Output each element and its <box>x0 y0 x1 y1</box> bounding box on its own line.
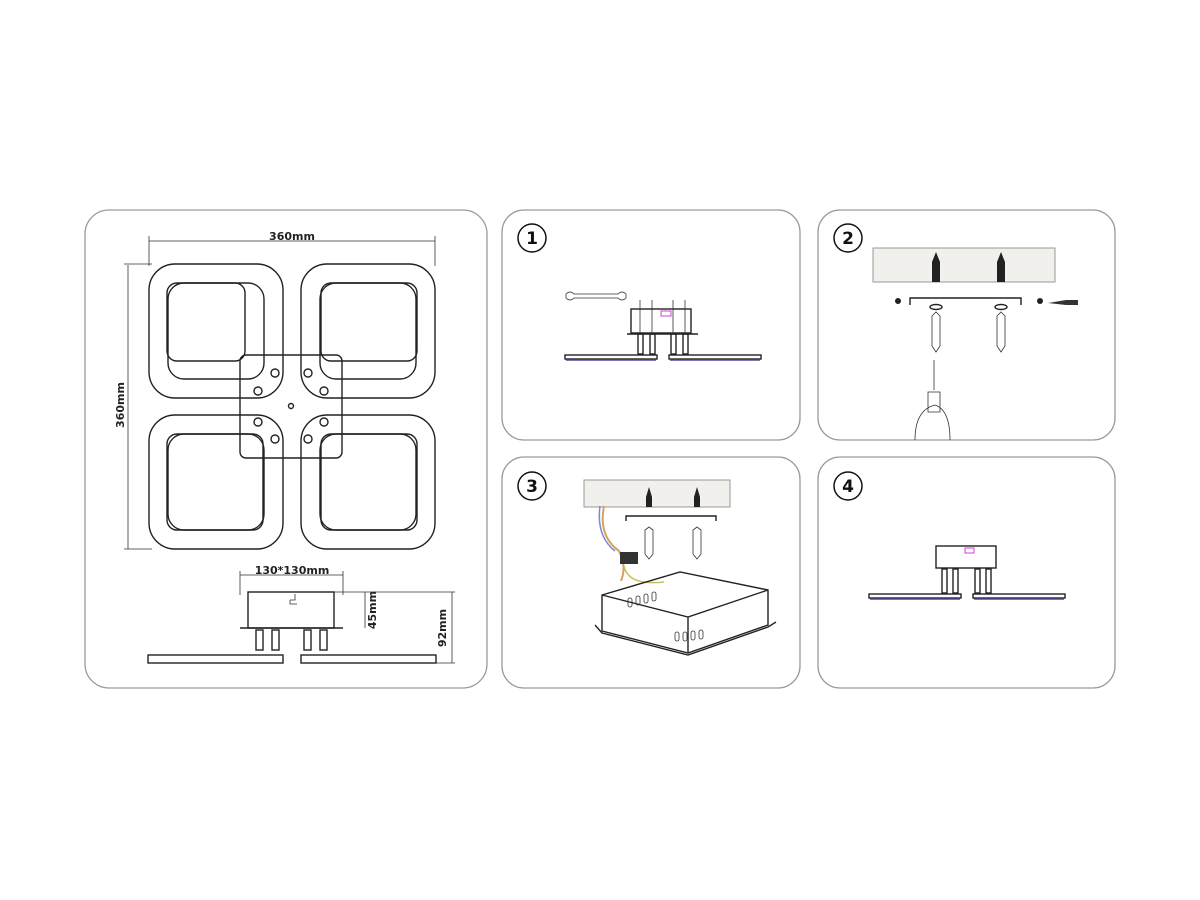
screwdriver-icon <box>1048 300 1078 305</box>
step-1-badge <box>517 223 547 253</box>
wire-blue <box>598 505 616 552</box>
box-size-label: 130*130mm <box>255 564 330 577</box>
wire-brown <box>601 505 625 582</box>
step-1-number: 1 <box>526 229 538 249</box>
step-4-badge <box>833 471 863 501</box>
step-3-number: 3 <box>526 477 538 497</box>
junction-box <box>594 571 777 656</box>
step-2-number: 2 <box>842 229 854 249</box>
support-rods <box>255 629 328 651</box>
step-4-number: 4 <box>842 477 854 497</box>
step-2-badge <box>833 223 863 253</box>
step-3-badge <box>517 471 547 501</box>
step-3-panel: 3 <box>501 456 801 689</box>
hand-screwdriver-icon <box>914 360 951 441</box>
dimensions-panel: 360mm 360mm 130*130mm <box>84 209 488 689</box>
width-label: 360mm <box>269 230 315 243</box>
step-4-panel: 4 <box>817 456 1116 689</box>
wall-plugs <box>932 252 1005 282</box>
step-2-panel: 2 <box>817 209 1116 441</box>
light-rings <box>148 263 436 550</box>
ceiling <box>583 479 731 508</box>
mounting-bracket <box>909 297 1022 305</box>
height-label: 360mm <box>114 382 127 428</box>
mounting-bracket <box>625 515 717 521</box>
wrench-icon <box>565 291 627 301</box>
step-1-panel: 1 <box>501 209 801 441</box>
terminal-block <box>620 552 638 564</box>
total-height-label: 92mm <box>436 609 449 647</box>
ceiling <box>872 247 1056 283</box>
box-height-label: 45mm <box>366 591 379 629</box>
mounting-box-outline <box>239 354 343 459</box>
label-marker <box>660 310 672 317</box>
lamp-body-left <box>147 654 284 664</box>
lamp-body-right <box>300 654 437 664</box>
